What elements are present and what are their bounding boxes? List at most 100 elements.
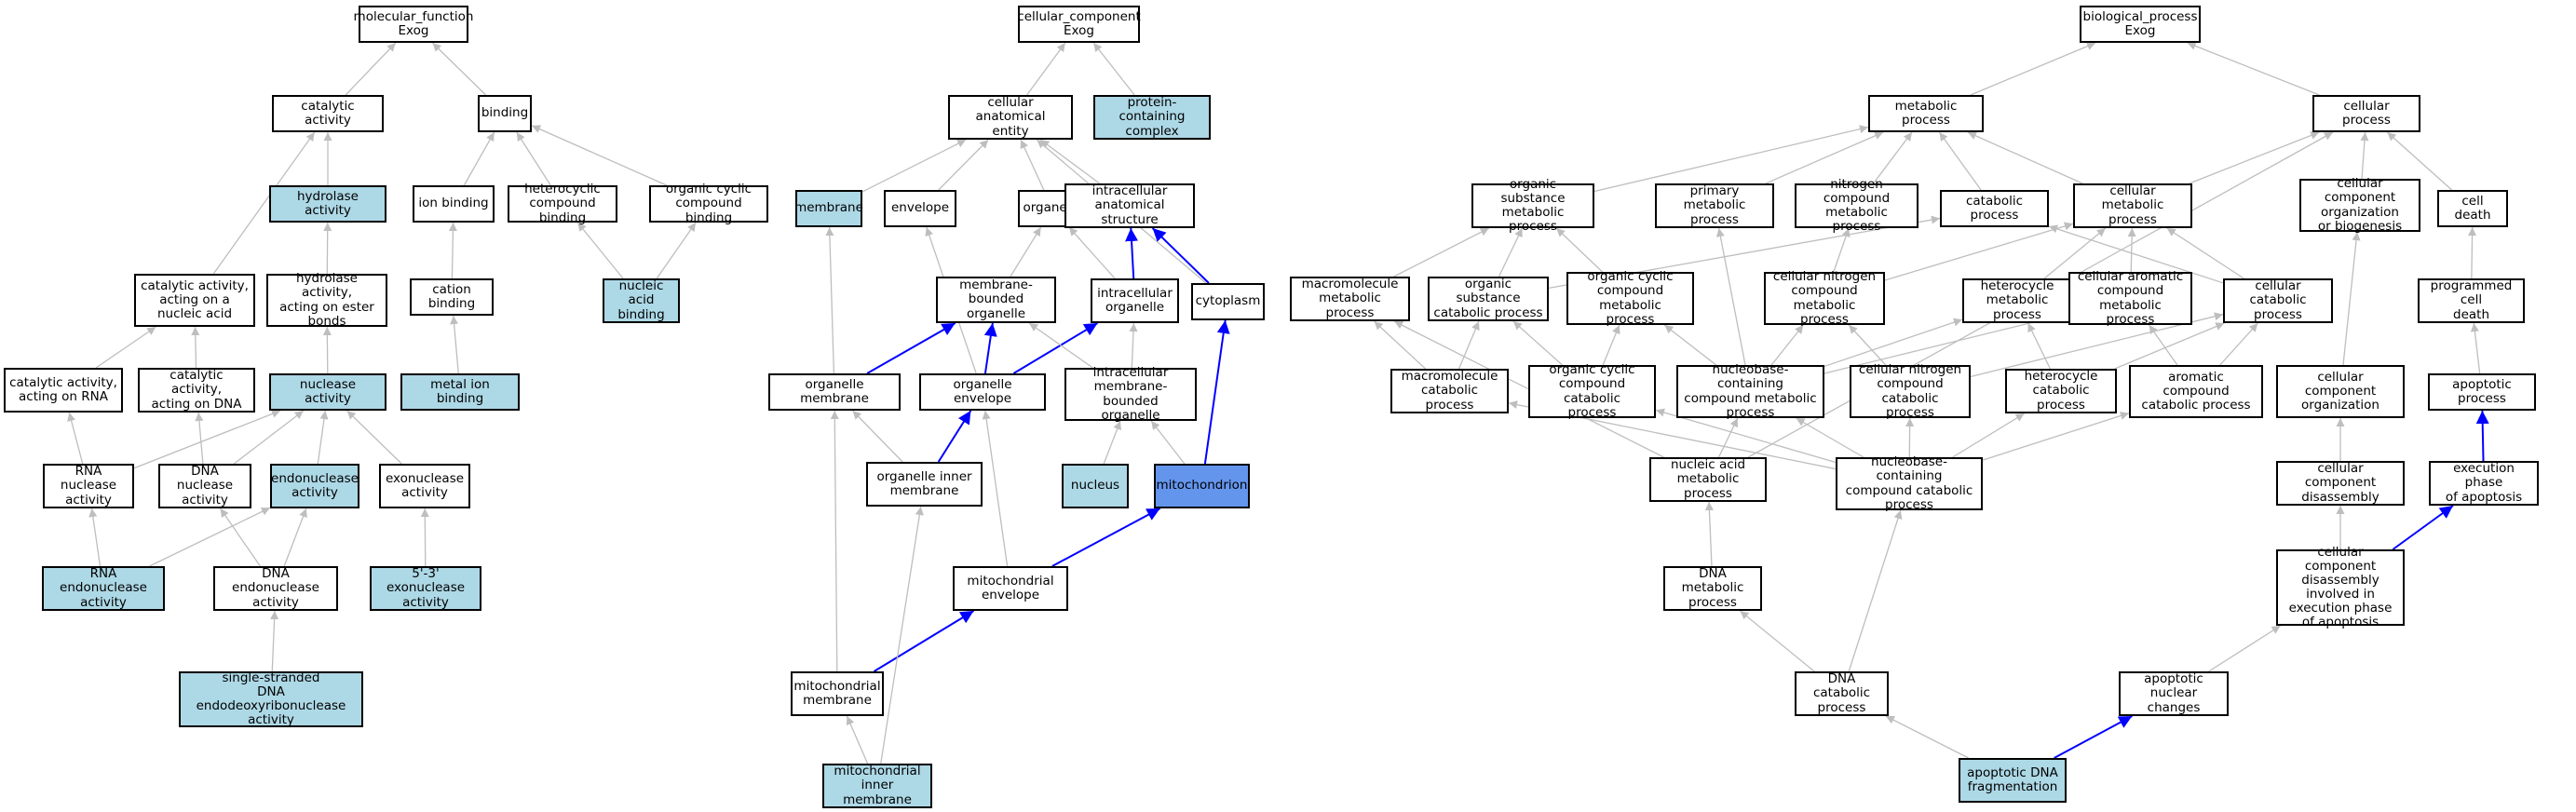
edge-namp-to-nbccmp (1717, 417, 1739, 458)
node-heterocycle-catabolic-process[interactable]: heterocycle catabolic process (2005, 369, 2117, 413)
node-protein-containing-complex[interactable]: protein-containing complex (1093, 95, 1211, 140)
node-catalytic-activity[interactable]: catalytic activity (272, 95, 384, 132)
edge-cnccp-to-cncmp (1848, 324, 1887, 366)
node-heterocycle-metabolic-process[interactable]: heterocycle metabolic process (1962, 278, 2072, 323)
node-cell-death[interactable]: cell death (2437, 190, 2508, 227)
node-nuclease-activity[interactable]: nuclease activity (269, 373, 386, 411)
edge-na_binding-to-org_binding (656, 222, 697, 279)
node-organelle-inner-membrane[interactable]: organelle inner membrane (866, 462, 983, 507)
node-organic-cyclic-compound-metabolic-process[interactable]: organic cyclic compound metabolic proces… (1566, 270, 1694, 326)
node-single-stranded-dna-endodeoxyribonuclease[interactable]: single-stranded DNA endodeoxyribonucleas… (179, 670, 363, 727)
node-cellular-catabolic-process[interactable]: cellular catabolic process (2223, 278, 2333, 323)
node-hydrolase-activity-ester-bonds[interactable]: hydrolase activity, acting on ester bond… (266, 272, 387, 328)
node-molecular-function-root[interactable]: molecular_function Exog (354, 6, 473, 43)
node-membrane[interactable]: membrane (794, 190, 863, 227)
node-primary-metabolic-process[interactable]: primary metabolic process (1655, 183, 1774, 228)
edge-exo53-to-exonuc (420, 508, 429, 567)
edge-ias-to-cae (1039, 139, 1101, 184)
node-macromolecule-metabolic-process[interactable]: macromolecule metabolic process (1290, 277, 1410, 321)
node-exonuclease-5-3-activity[interactable]: 5'-3' exonuclease activity (370, 566, 481, 611)
edge-mbo-to-organelle (1010, 226, 1042, 277)
node-cellular-component-disassembly-apoptosis[interactable]: cellular component disassembly involved … (2276, 545, 2405, 629)
node-cytoplasm[interactable]: cytoplasm (1191, 283, 1265, 320)
node-cellular-nitrogen-compound-catabolic-process[interactable]: cellular nitrogen compound catabolic pro… (1850, 363, 1971, 419)
node-mitochondrial-envelope[interactable]: mitochondrial envelope (953, 566, 1068, 611)
node-cellular-aromatic-compound-metabolic-process[interactable]: cellular aromatic compound metabolic pro… (2068, 270, 2192, 326)
node-nucleobase-containing-compound-metabolic-process[interactable]: nucleobase-containing compound metabolic… (1676, 363, 1824, 419)
node-cellular-component-organization[interactable]: cellular component organization (2276, 365, 2405, 418)
edge-organelle-to-cae (1020, 139, 1045, 191)
node-catalytic-activity-nucleic-acid[interactable]: catalytic activity, acting on a nucleic … (134, 274, 255, 327)
node-organic-substance-metabolic-process[interactable]: organic substance metabolic process (1471, 177, 1594, 234)
node-organelle-envelope[interactable]: organelle envelope (919, 373, 1046, 411)
node-endonuclease-activity[interactable]: endonuclease activity (270, 464, 359, 508)
node-metabolic-process[interactable]: metabolic process (1868, 95, 1984, 132)
node-rna-endonuclease-activity[interactable]: RNA endonuclease activity (42, 566, 165, 611)
node-envelope[interactable]: envelope (884, 190, 956, 227)
edge-dna_nuc-to-nuclease (233, 410, 305, 465)
node-exonuclease-activity[interactable]: exonuclease activity (379, 464, 470, 508)
node-cellular-component-root[interactable]: cellular_component Exog (1017, 6, 1141, 43)
node-ion-binding[interactable]: ion binding (413, 185, 495, 223)
node-apoptotic-process[interactable]: apoptotic process (2428, 373, 2536, 411)
edge-nbccmp-to-cncmp (1770, 324, 1804, 366)
node-dna-catabolic-process[interactable]: DNA catabolic process (1795, 671, 1889, 716)
node-cellular-component-organization-or-biogenesis[interactable]: cellular component organization or bioge… (2299, 177, 2420, 233)
edge-metab-to-bp_root (1970, 42, 2096, 96)
edge-adf-to-anc (2054, 715, 2133, 759)
node-heterocyclic-compound-binding[interactable]: heterocyclic compound binding (508, 183, 617, 224)
node-execution-phase-of-apoptosis[interactable]: execution phase of apoptosis (2429, 461, 2539, 506)
node-intracellular-anatomical-structure[interactable]: intracellular anatomical structure (1064, 183, 1195, 228)
edge-mito_mem-to-org_mem (830, 410, 839, 672)
edge-imbo-to-io (1129, 322, 1138, 369)
node-apoptotic-nuclear-changes[interactable]: apoptotic nuclear changes (2119, 671, 2229, 716)
node-mitochondrial-inner-membrane[interactable]: mitochondrial inner membrane (822, 764, 932, 808)
node-hydrolase-activity[interactable]: hydrolase activity (269, 185, 386, 223)
node-intracellular-membrane-bounded-organelle[interactable]: intracellular membrane-bounded organelle (1064, 366, 1197, 422)
node-catabolic-process[interactable]: catabolic process (1940, 190, 2049, 227)
node-cation-binding[interactable]: cation binding (410, 278, 494, 316)
node-catalytic-activity-dna[interactable]: catalytic activity, acting on DNA (138, 368, 255, 413)
edge-dna_endo-to-endonuc (283, 508, 307, 567)
edge-org_mem-to-mbo (866, 322, 956, 374)
node-metal-ion-binding[interactable]: metal ion binding (400, 373, 520, 411)
node-cellular-component-disassembly[interactable]: cellular component disassembly (2276, 461, 2405, 506)
node-dna-metabolic-process[interactable]: DNA metabolic process (1663, 566, 1762, 611)
edge-oscp-to-osmp (1498, 227, 1524, 277)
node-cellular-metabolic-process[interactable]: cellular metabolic process (2073, 183, 2192, 228)
node-organelle-membrane[interactable]: organelle membrane (768, 373, 901, 411)
node-programmed-cell-death[interactable]: programmed cell death (2418, 278, 2525, 323)
node-cellular-nitrogen-compound-metabolic-process[interactable]: cellular nitrogen compound metabolic pro… (1764, 270, 1885, 326)
node-binding[interactable]: binding (478, 95, 532, 132)
node-organic-cyclic-compound-binding[interactable]: organic cyclic compound binding (649, 183, 768, 224)
node-apoptotic-dna-fragmentation[interactable]: apoptotic DNA fragmentation (1959, 758, 2067, 803)
node-aromatic-compound-catabolic-process[interactable]: aromatic compound catabolic process (2129, 365, 2263, 418)
edge-ccp-to-cmp (2166, 227, 2244, 279)
node-organic-substance-catabolic-process[interactable]: organic substance catabolic process (1428, 277, 1549, 321)
node-intracellular-organelle[interactable]: intracellular organelle (1091, 278, 1179, 323)
edge-binding-to-mf_root (431, 42, 487, 96)
edge-pmp-to-metab (1765, 131, 1884, 184)
node-nucleobase-containing-compound-catabolic-process[interactable]: nucleobase-containing compound catabolic… (1836, 455, 1983, 511)
node-dna-endonuclease-activity[interactable]: DNA endonuclease activity (213, 566, 338, 611)
node-mitochondrion[interactable]: mitochondrion (1154, 464, 1250, 508)
edge-macrocp-to-macro (1373, 320, 1427, 370)
node-biological-process-root[interactable]: biological_process Exog (2080, 6, 2201, 43)
node-macromolecule-catabolic-process[interactable]: macromolecule catabolic process (1390, 369, 1509, 413)
node-rna-nuclease-activity[interactable]: RNA nuclease activity (43, 464, 134, 508)
edge-catab-to-metab (1938, 131, 1982, 191)
edge-execa-to-app (2475, 410, 2489, 462)
node-nucleic-acid-binding[interactable]: nucleic acid binding (603, 278, 680, 323)
node-nucleic-acid-metabolic-process[interactable]: nucleic acid metabolic process (1649, 457, 1767, 502)
node-catalytic-activity-rna[interactable]: catalytic activity, acting on RNA (4, 368, 123, 413)
edge-dnacp-to-dnamp (1740, 610, 1815, 672)
node-cellular-process[interactable]: cellular process (2312, 95, 2420, 132)
node-cellular-anatomical-entity[interactable]: cellular anatomical entity (948, 95, 1073, 140)
node-dna-nuclease-activity[interactable]: DNA nuclease activity (158, 464, 251, 508)
node-nitrogen-compound-metabolic-process[interactable]: nitrogen compound metabolic process (1795, 177, 1918, 234)
edge-accp-to-cacmp (2149, 324, 2178, 366)
node-nucleus[interactable]: nucleus (1062, 464, 1129, 508)
node-membrane-bounded-organelle[interactable]: membrane-bounded organelle (936, 277, 1056, 323)
node-organic-cyclic-compound-catabolic-process[interactable]: organic cyclic compound catabolic proces… (1528, 363, 1656, 419)
node-mitochondrial-membrane[interactable]: mitochondrial membrane (791, 671, 884, 716)
